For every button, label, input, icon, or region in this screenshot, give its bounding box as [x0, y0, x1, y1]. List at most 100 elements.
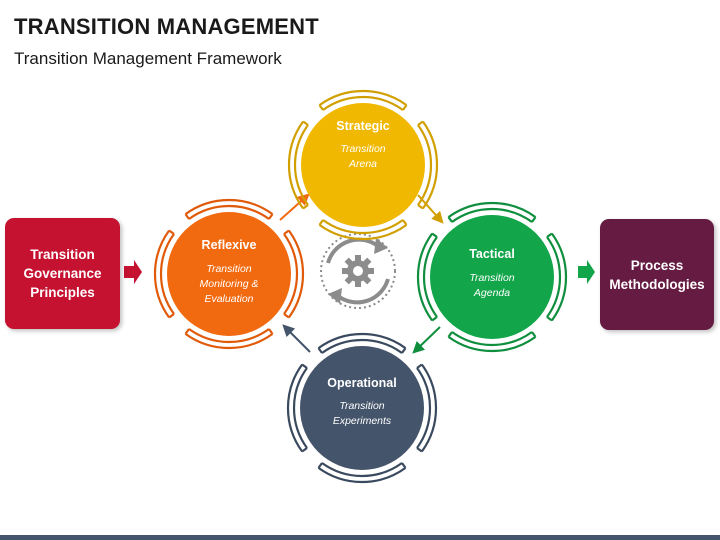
strategic-ring-cap	[302, 204, 309, 210]
strategic-ring-segment	[417, 124, 433, 206]
reflexive-ring-cap	[184, 328, 190, 335]
tactical-ring-segment	[416, 232, 434, 322]
operational-ring-cap	[317, 462, 323, 469]
right-box-label: Process Methodologies	[609, 257, 705, 292]
tactical-ring-segment	[546, 236, 562, 318]
tactical-ring-cap	[531, 331, 537, 338]
reflexive-ring-cap	[168, 229, 175, 235]
reflexive-ring-segment	[188, 328, 270, 344]
reflexive-desc-line1: Transition	[206, 263, 252, 275]
operational-ring-segment	[321, 338, 403, 354]
cycle-gear-icon	[320, 233, 396, 309]
tactical-ring-cap	[531, 216, 537, 223]
strategic-node: Strategic Transition Arena	[285, 87, 441, 243]
bottom-bar	[0, 535, 720, 540]
reflexive-ring-segment	[184, 198, 274, 216]
strategic-ring-segment	[322, 95, 404, 111]
reflexive-ring-cap	[168, 313, 175, 319]
tactical-ring-segment	[451, 207, 533, 223]
tactical-node: Tactical Transition Agenda	[414, 199, 570, 355]
operational-ring-segment	[292, 367, 308, 449]
reflexive-circle	[153, 198, 305, 350]
reflexive-ring-segment	[287, 229, 305, 319]
tactical-ring-segment	[422, 236, 438, 318]
reflexive-ring-cap	[283, 313, 290, 319]
tactical-desc-line1: Transition	[469, 272, 515, 284]
operational-circle	[286, 332, 438, 484]
tactical-ring-cap	[431, 232, 438, 238]
tactical-desc-line2: Agenda	[473, 287, 511, 299]
strategic-ring-cap	[318, 219, 324, 226]
strategic-ring-segment	[421, 120, 439, 210]
strategic-disc	[301, 103, 425, 227]
strategic-ring-segment	[287, 120, 305, 210]
operational-node: Operational Transition Experiments	[284, 330, 440, 486]
operational-ring-segment	[317, 466, 407, 484]
reflexive-ring-cap	[268, 328, 274, 335]
strategic-desc-line1: Transition	[340, 143, 386, 155]
operational-title: Operational	[327, 376, 397, 390]
strategic-ring-cap	[402, 219, 408, 226]
strategic-ring-cap	[318, 104, 324, 111]
tactical-circle	[416, 201, 568, 353]
arrow-tactical-to-right-box	[578, 260, 595, 284]
strategic-ring-cap	[302, 120, 309, 126]
strategic-ring-segment	[318, 223, 408, 241]
operational-ring-segment	[420, 363, 438, 453]
reflexive-node: Reflexive Transition Monitoring & Evalua…	[151, 196, 307, 352]
operational-ring-segment	[286, 363, 304, 453]
tactical-ring-cap	[447, 216, 453, 223]
reflexive-ring-cap	[184, 213, 190, 220]
strategic-circle	[287, 89, 439, 241]
tactical-title: Tactical	[469, 247, 515, 261]
reflexive-ring-segment	[283, 233, 299, 315]
reflexive-title: Reflexive	[201, 238, 257, 252]
reflexive-ring-segment	[153, 229, 171, 319]
page-subtitle: Transition Management Framework	[14, 49, 282, 68]
strategic-ring-cap	[402, 104, 408, 111]
tactical-ring-segment	[550, 232, 568, 322]
operational-ring-cap	[401, 462, 407, 469]
left-box-label: Transition Governance Principles	[23, 247, 102, 300]
arrow-tactical-to-operational	[412, 326, 441, 354]
transition-governance-principles-box: Transition Governance Principles	[5, 218, 120, 329]
strategic-desc-line2: Arena	[348, 158, 378, 170]
tactical-ring-segment	[451, 331, 533, 347]
operational-ring-segment	[321, 462, 403, 478]
operational-disc	[300, 346, 424, 470]
reflexive-ring-cap	[268, 213, 274, 220]
tactical-ring-segment	[447, 335, 537, 353]
reflexive-ring-segment	[188, 204, 270, 220]
operational-ring-segment	[317, 332, 407, 350]
tactical-disc	[430, 215, 554, 339]
arrow-left-box-to-reflexive	[124, 260, 142, 284]
strategic-ring-segment	[293, 124, 309, 206]
tactical-ring-cap	[431, 316, 438, 322]
strategic-ring-cap	[417, 204, 424, 210]
strategic-ring-segment	[322, 219, 404, 235]
operational-desc-line1: Transition	[339, 400, 385, 412]
reflexive-ring-segment	[159, 233, 175, 315]
reflexive-ring-segment	[184, 332, 274, 350]
reflexive-ring-cap	[283, 229, 290, 235]
operational-ring-cap	[301, 363, 308, 369]
arrow-operational-to-reflexive	[282, 324, 311, 353]
page-title: TRANSITION MANAGEMENT	[14, 14, 319, 39]
operational-ring-cap	[317, 347, 323, 354]
process-methodologies-box: Process Methodologies	[600, 219, 714, 330]
tactical-ring-segment	[447, 201, 537, 219]
tactical-ring-cap	[546, 232, 553, 238]
operational-ring-cap	[416, 447, 423, 453]
strategic-ring-segment	[318, 89, 408, 107]
tactical-ring-cap	[546, 316, 553, 322]
operational-ring-cap	[401, 347, 407, 354]
operational-ring-cap	[301, 447, 308, 453]
strategic-title: Strategic	[336, 119, 390, 133]
operational-ring-segment	[416, 367, 432, 449]
reflexive-desc-line2: Monitoring &	[199, 278, 259, 290]
operational-ring-cap	[416, 363, 423, 369]
tactical-ring-cap	[447, 331, 453, 338]
strategic-ring-cap	[417, 120, 424, 126]
reflexive-disc	[167, 212, 291, 336]
